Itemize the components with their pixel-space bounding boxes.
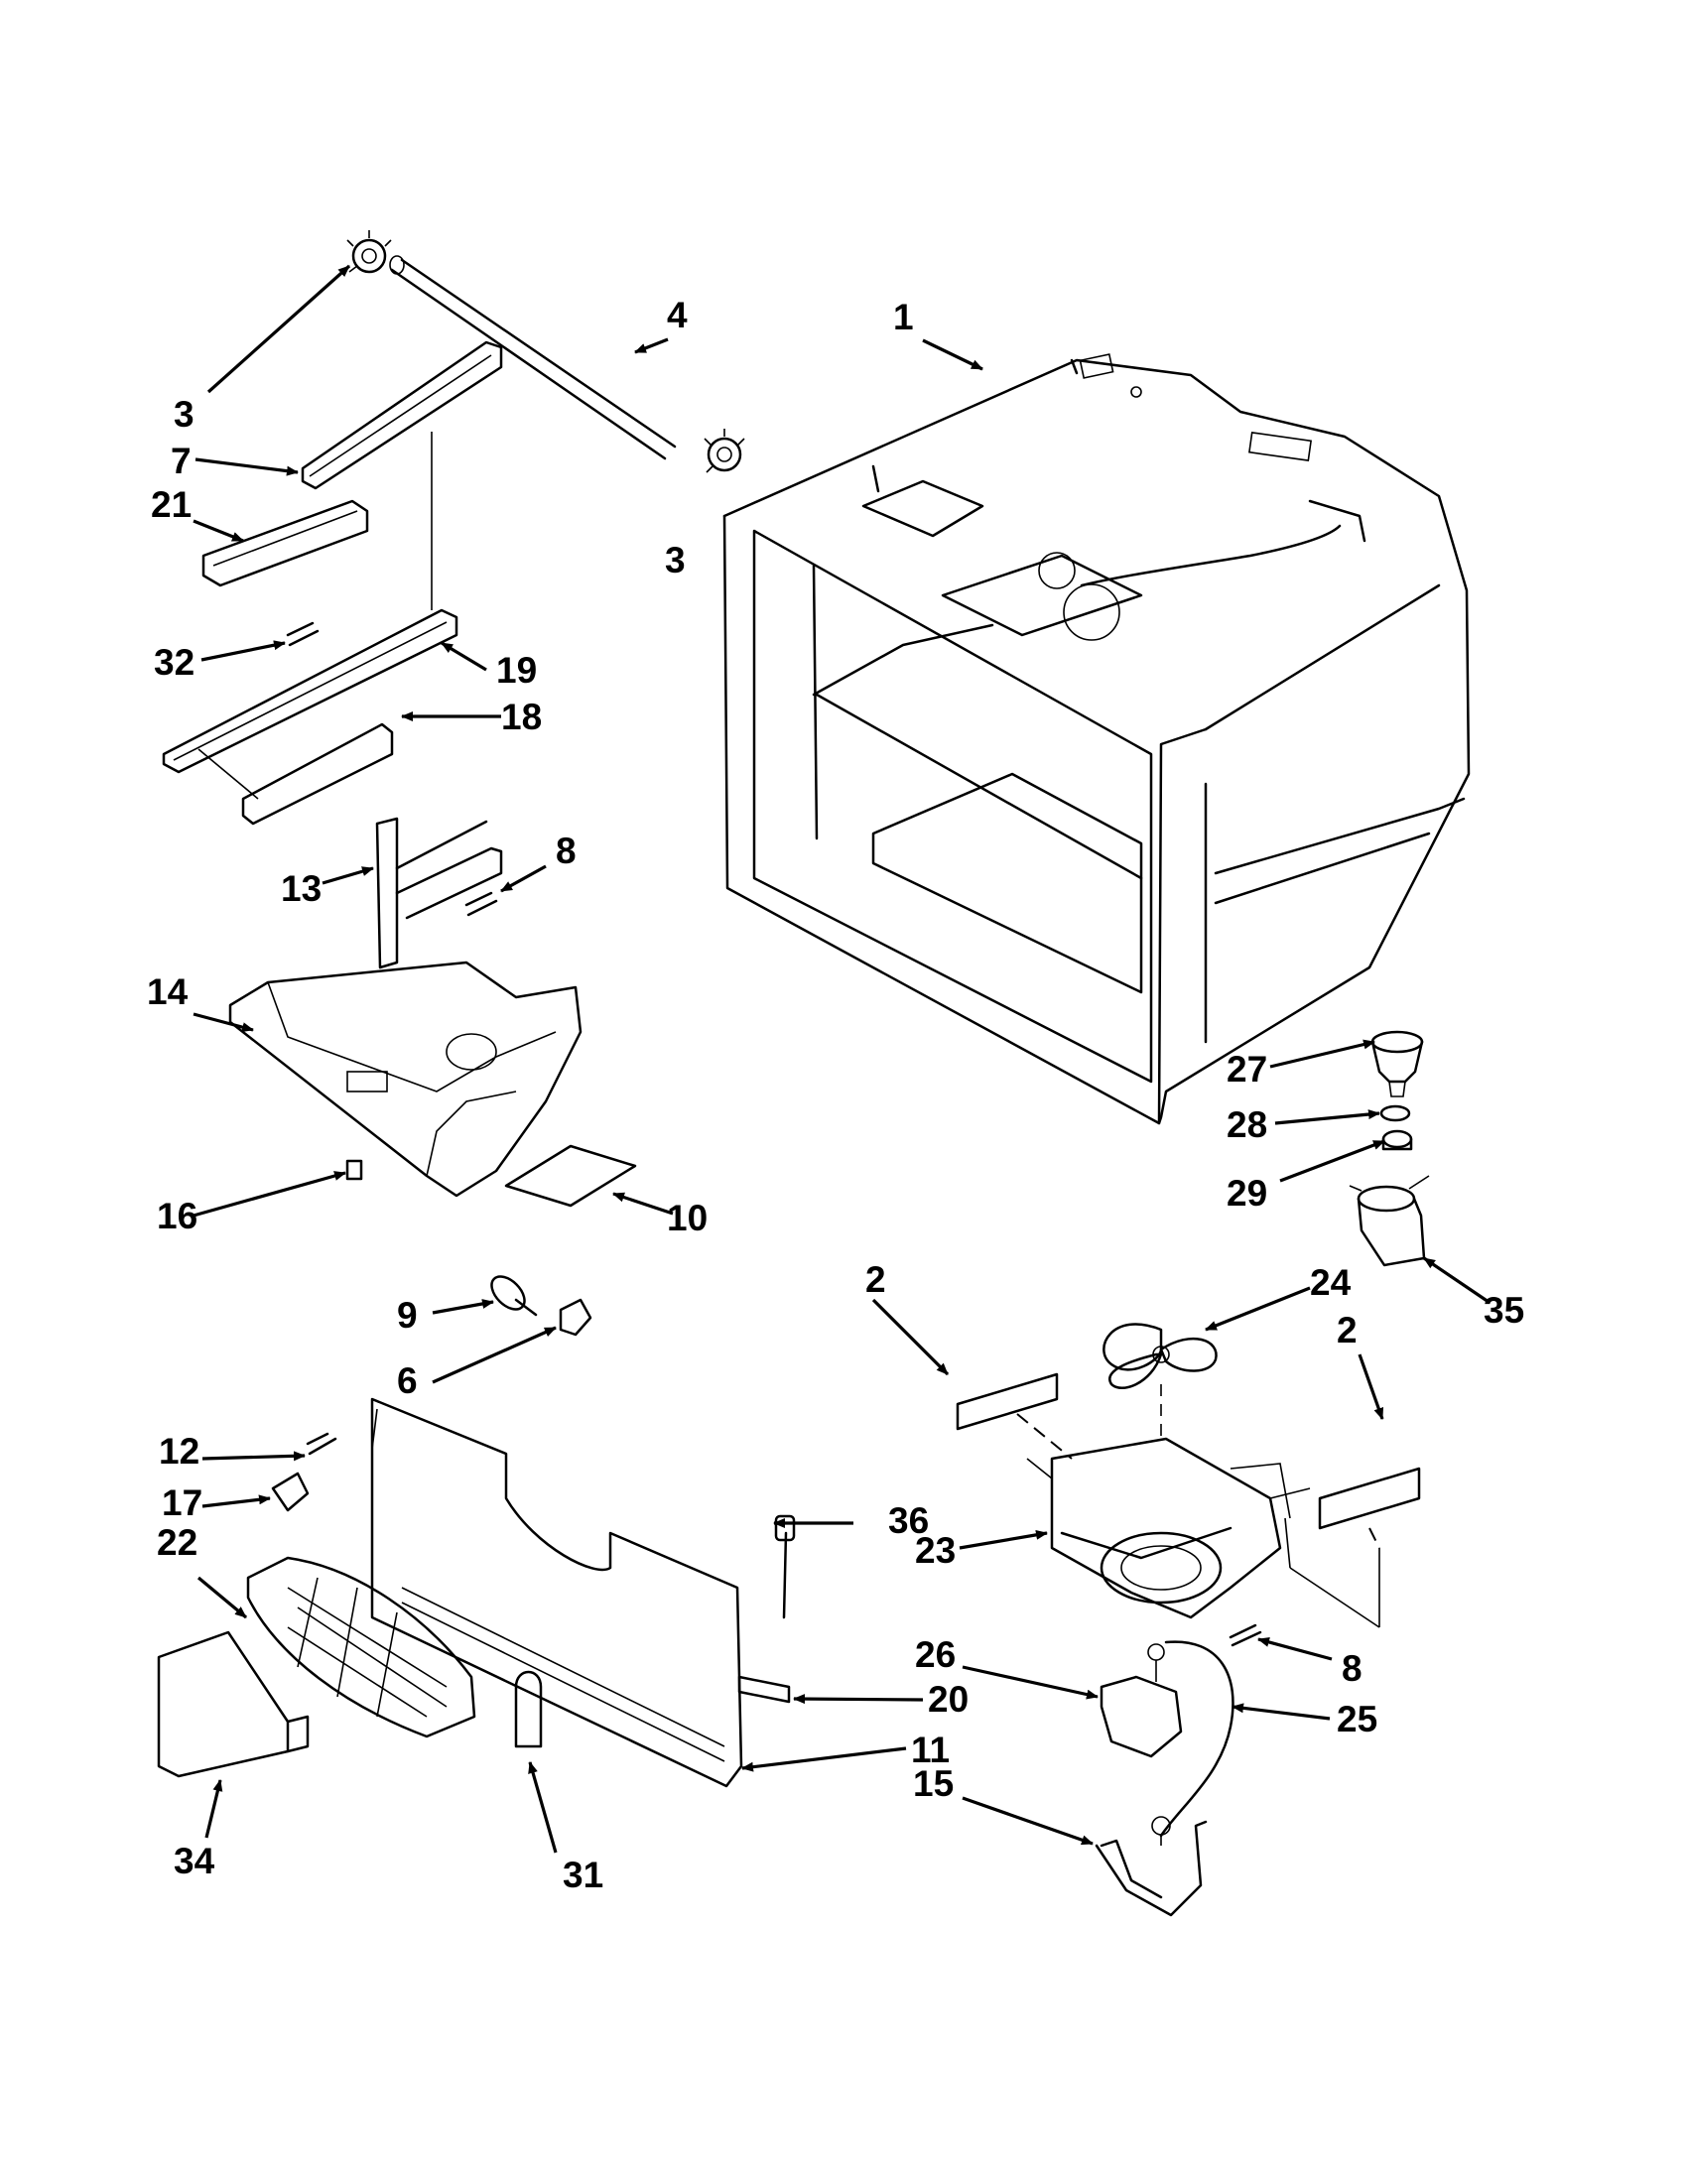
label-26: 26 bbox=[915, 1634, 956, 1675]
fan-housing-part bbox=[1026, 1437, 1380, 1628]
label-2-right: 2 bbox=[1337, 1310, 1358, 1350]
label-8-left: 8 bbox=[556, 831, 577, 871]
slide-part-19 bbox=[162, 432, 458, 774]
bulb-part bbox=[490, 1275, 538, 1317]
label-21: 21 bbox=[151, 484, 192, 525]
callout-labels: 1 2 2 3 3 4 6 7 8 8 9 10 11 12 13 14 15 … bbox=[147, 295, 1524, 1895]
label-32: 32 bbox=[154, 642, 195, 683]
label-31: 31 bbox=[563, 1855, 603, 1895]
leader-lines bbox=[193, 264, 1490, 1854]
label-6: 6 bbox=[397, 1360, 418, 1401]
label-2-left: 2 bbox=[865, 1259, 886, 1300]
gear-part-top bbox=[346, 230, 392, 274]
rail-part bbox=[301, 340, 503, 490]
label-23: 23 bbox=[915, 1530, 956, 1571]
o-ring-part bbox=[1379, 1104, 1411, 1122]
label-22: 22 bbox=[157, 1522, 197, 1563]
drain-trough-part bbox=[1349, 1175, 1430, 1267]
thermistor-part bbox=[514, 1670, 543, 1748]
wire-harness-part bbox=[1159, 1640, 1234, 1838]
screw-part-32 bbox=[286, 621, 320, 647]
strip-part bbox=[737, 1675, 791, 1704]
label-10: 10 bbox=[667, 1198, 708, 1238]
probe-part bbox=[774, 1514, 796, 1619]
gear-part-mid bbox=[704, 429, 745, 473]
label-19: 19 bbox=[496, 650, 537, 691]
washer-part bbox=[1381, 1129, 1413, 1151]
freezer-liner-part bbox=[722, 353, 1471, 1125]
grille-part bbox=[246, 1556, 476, 1738]
label-1: 1 bbox=[893, 297, 914, 337]
label-20: 20 bbox=[928, 1679, 969, 1720]
rear-panel-part bbox=[370, 1397, 743, 1788]
cover-part bbox=[157, 1630, 310, 1778]
switch-part bbox=[271, 1472, 310, 1512]
grommet-cup-part bbox=[1370, 1030, 1424, 1097]
label-27: 27 bbox=[1227, 1049, 1267, 1090]
rod-part bbox=[389, 255, 677, 460]
label-13: 13 bbox=[281, 868, 322, 909]
label-7: 7 bbox=[171, 441, 192, 481]
bracket-part bbox=[375, 817, 503, 969]
label-14: 14 bbox=[147, 971, 189, 1012]
screw-part-12 bbox=[306, 1432, 337, 1456]
screw-part-8-right bbox=[1229, 1623, 1262, 1647]
label-29: 29 bbox=[1227, 1173, 1267, 1214]
slide-part-21 bbox=[201, 499, 369, 587]
slide-part-18 bbox=[197, 722, 394, 826]
screw-part-8-left bbox=[464, 891, 498, 917]
label-3-top: 3 bbox=[174, 394, 195, 435]
mount-bracket-part bbox=[1095, 1816, 1208, 1917]
socket-part bbox=[559, 1298, 592, 1337]
label-4: 4 bbox=[667, 295, 688, 335]
fan-blade-part bbox=[1103, 1323, 1218, 1389]
pad-part-right bbox=[1318, 1467, 1421, 1530]
label-9: 9 bbox=[397, 1295, 418, 1336]
label-sheet-part bbox=[504, 1144, 637, 1208]
label-3-mid: 3 bbox=[665, 540, 686, 580]
label-11: 11 bbox=[911, 1730, 950, 1770]
tray-part bbox=[228, 961, 583, 1198]
label-36: 36 bbox=[888, 1500, 929, 1541]
label-18: 18 bbox=[501, 697, 542, 737]
label-16: 16 bbox=[157, 1196, 197, 1236]
label-8-right: 8 bbox=[1342, 1648, 1363, 1689]
label-25: 25 bbox=[1337, 1699, 1377, 1739]
label-17: 17 bbox=[162, 1482, 202, 1523]
pad-part-left bbox=[956, 1372, 1059, 1431]
label-35: 35 bbox=[1484, 1290, 1524, 1331]
clip-part bbox=[345, 1159, 363, 1181]
fan-motor-part bbox=[1100, 1643, 1183, 1758]
label-15: 15 bbox=[913, 1763, 954, 1804]
label-24: 24 bbox=[1310, 1262, 1352, 1303]
label-28: 28 bbox=[1227, 1104, 1267, 1145]
label-12: 12 bbox=[159, 1431, 199, 1472]
label-34: 34 bbox=[174, 1841, 215, 1881]
